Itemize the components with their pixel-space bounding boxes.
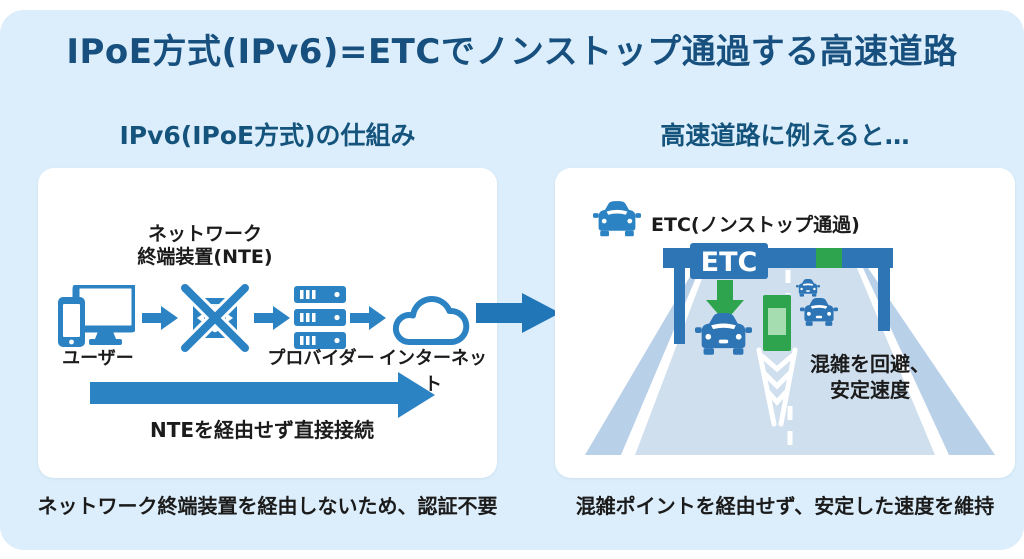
internet-label: インターネット	[379, 348, 487, 395]
ipoe-diagram-panel: ネットワーク 終端装置(NTE)	[38, 168, 497, 478]
highway-illustration: ETC	[585, 243, 995, 455]
right-caption: 混雑ポイントを経由せず、安定した速度を維持	[575, 494, 995, 518]
provider-label: プロバイダー	[267, 348, 375, 369]
bypass-arrow-label: NTEを経由せず直接接続	[149, 418, 375, 442]
flow-arrow-icon	[350, 306, 386, 330]
nte-device-label: ネットワーク 終端装置(NTE)	[137, 223, 273, 268]
island-chevrons	[756, 347, 798, 427]
left-section-heading: IPv6(IPoE方式)の仕組み	[119, 121, 416, 150]
flow-arrow-icon	[254, 306, 290, 330]
gantry-green-sensor	[816, 248, 842, 268]
green-down-arrow-icon	[706, 280, 744, 322]
transfer-arrow-icon	[476, 293, 560, 333]
internet-cloud-icon	[392, 296, 470, 345]
gate-post-right	[878, 268, 890, 331]
flow-arrow-icon	[142, 306, 178, 330]
etc-gate-sign-label: ETC	[701, 247, 758, 278]
left-caption: ネットワーク終端装置を経由しないため、認証不要	[37, 494, 498, 518]
page-title: IPoE方式(IPv6)=ETCでノンストップ通過する高速道路	[66, 32, 958, 72]
etc-gate-sign	[690, 243, 768, 279]
nte-crossed-out-icon	[180, 283, 250, 353]
highway-analogy-panel: ETC(ノンストップ通過)	[555, 168, 1015, 478]
user-devices-icon	[58, 285, 135, 347]
bypass-arrow-icon	[90, 372, 435, 418]
gate-post-left	[674, 268, 685, 344]
etc-title-label: ETC(ノンストップ通過)	[651, 214, 860, 236]
user-label: ユーザー	[62, 348, 134, 369]
car-front-icon	[593, 201, 641, 237]
right-section-heading: 高速道路に例えると…	[660, 121, 910, 150]
road-note-label: 混雑を回避、 安定速度	[810, 352, 930, 402]
provider-server-icon	[294, 286, 346, 349]
toll-booth	[763, 295, 791, 351]
